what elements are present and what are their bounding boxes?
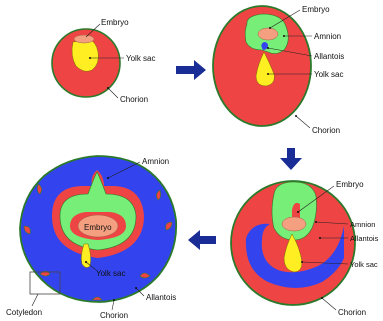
stage1-yolk-sac-label: Yolk sac [126, 54, 156, 63]
stage2-embryo-label: Embryo [302, 5, 330, 14]
stage4-allantois-label: Allantois [146, 293, 176, 302]
stage4-chorion-label: Chorion [100, 311, 128, 320]
down-arrow-icon [280, 148, 302, 170]
stage4-yolk-sac [81, 244, 90, 268]
stage4-amnion-label: Amnion [142, 157, 169, 166]
stage2-allantois-label: Allantois [314, 52, 344, 61]
stage4-yolk-sac-label: Yolk sac [96, 269, 126, 278]
stage1-embryo [74, 35, 94, 43]
stage3-chorion-label: Chorion [338, 308, 366, 317]
stage3-yolk-sac-label: Yolk sac [350, 260, 378, 269]
stage3-embryo [282, 217, 306, 231]
stage1-chorion-label: Chorion [120, 95, 148, 104]
stage3-allantois-label: Allantois [350, 234, 379, 243]
stage2-embryo [258, 28, 278, 40]
stage1-embryo-label: Embryo [101, 18, 129, 27]
stage4-cotyledon-label: Cotyledon [6, 308, 42, 317]
stage-3: Embryo Amnion Allantois Yolk sac Chorion [231, 180, 379, 317]
stage-2: Embryo Amnion Allantois Yolk sac Chorion [213, 5, 344, 135]
stage2-chorion-label: Chorion [312, 126, 340, 135]
right-arrow-icon [176, 60, 206, 80]
stage2-yolk-sac-label: Yolk sac [314, 70, 344, 79]
stage-4: Amnion Embryo Yolk sac Allantois Chorion… [6, 156, 176, 320]
stage3-embryo-label: Embryo [336, 180, 364, 189]
stage2-amnion-label: Amnion [314, 32, 341, 41]
left-arrow-icon [188, 230, 216, 250]
stage-1: Embryo Yolk sac Chorion [52, 18, 156, 104]
stage3-amnion-label: Amnion [350, 220, 375, 229]
stage4-embryo-label: Embryo [84, 223, 112, 232]
